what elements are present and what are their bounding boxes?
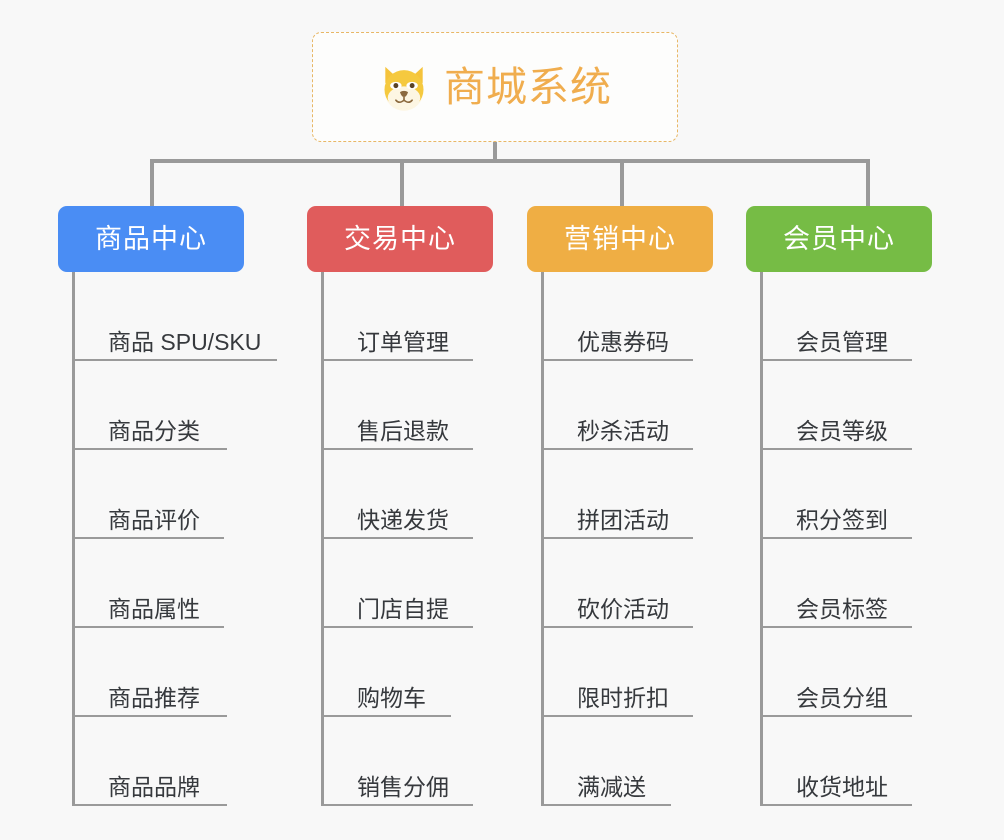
leaf-item: 会员等级 — [760, 361, 960, 450]
leaf-label[interactable]: 拼团活动 — [577, 506, 669, 533]
category-box-marketing[interactable]: 营销中心 — [527, 206, 713, 272]
leaf-column-trade: 订单管理 售后退款 快递发货 门店自提 购物车 销售分佣 — [321, 272, 521, 806]
leaf-label[interactable]: 限时折扣 — [577, 684, 669, 711]
leaf-label[interactable]: 订单管理 — [357, 328, 449, 355]
category-box-member[interactable]: 会员中心 — [746, 206, 932, 272]
leaf-label[interactable]: 优惠券码 — [577, 328, 669, 355]
leaf-label[interactable]: 商品 SPU/SKU — [108, 328, 262, 355]
leaf-item: 商品属性 — [72, 539, 272, 628]
leaf-item: 收货地址 — [760, 717, 960, 806]
leaf-item: 会员标签 — [760, 539, 960, 628]
leaf-item: 拼团活动 — [541, 450, 741, 539]
leaf-column-marketing: 优惠券码 秒杀活动 拼团活动 砍价活动 限时折扣 满减送 — [541, 272, 741, 806]
category-label: 交易中心 — [344, 223, 456, 254]
leaf-label[interactable]: 门店自提 — [357, 595, 449, 622]
leaf-label[interactable]: 销售分佣 — [357, 773, 449, 800]
leaf-item: 会员管理 — [760, 272, 960, 361]
category-label: 营销中心 — [564, 223, 676, 254]
leaf-item: 限时折扣 — [541, 628, 741, 717]
leaf-item: 砍价活动 — [541, 539, 741, 628]
leaf-item: 商品品牌 — [72, 717, 272, 806]
connector-trunk — [493, 142, 497, 163]
leaf-column-commodity: 商品 SPU/SKU 商品分类 商品评价 商品属性 商品推荐 商品品牌 — [72, 272, 277, 806]
category-box-trade[interactable]: 交易中心 — [307, 206, 493, 272]
leaf-label[interactable]: 会员管理 — [796, 328, 888, 355]
leaf-item: 商品分类 — [72, 361, 272, 450]
leaf-label[interactable]: 购物车 — [357, 684, 426, 711]
leaf-item: 商品 SPU/SKU — [72, 272, 277, 361]
leaf-label[interactable]: 会员标签 — [796, 595, 888, 622]
leaf-column-member: 会员管理 会员等级 积分签到 会员标签 会员分组 收货地址 — [760, 272, 960, 806]
leaf-item: 积分签到 — [760, 450, 960, 539]
leaf-label[interactable]: 会员分组 — [796, 684, 888, 711]
leaf-label[interactable]: 会员等级 — [796, 417, 888, 444]
leaf-label[interactable]: 收货地址 — [796, 773, 888, 800]
leaf-label[interactable]: 商品推荐 — [108, 684, 200, 711]
shiba-dog-face-icon — [378, 62, 430, 114]
connector-bus — [150, 159, 870, 163]
leaf-label[interactable]: 售后退款 — [357, 417, 449, 444]
leaf-label[interactable]: 砍价活动 — [577, 595, 669, 622]
leaf-label[interactable]: 快递发货 — [357, 506, 449, 533]
connector-drop-4 — [866, 159, 870, 209]
leaf-item: 门店自提 — [321, 539, 521, 628]
leaf-item: 售后退款 — [321, 361, 521, 450]
leaf-spine — [321, 272, 324, 806]
connector-drop-2 — [400, 159, 404, 209]
category-label: 商品中心 — [95, 223, 207, 254]
leaf-item: 会员分组 — [760, 628, 960, 717]
leaf-item: 快递发货 — [321, 450, 521, 539]
category-box-commodity[interactable]: 商品中心 — [58, 206, 244, 272]
connector-drop-1 — [150, 159, 154, 209]
connector-drop-3 — [620, 159, 624, 209]
leaf-spine — [541, 272, 544, 806]
leaf-label[interactable]: 商品分类 — [108, 417, 200, 444]
root-title: 商城系统 — [444, 63, 612, 110]
leaf-label[interactable]: 商品评价 — [108, 506, 200, 533]
leaf-item: 优惠券码 — [541, 272, 741, 361]
leaf-item: 满减送 — [541, 717, 741, 806]
leaf-item: 商品评价 — [72, 450, 272, 539]
root-node[interactable]: 商城系统 — [312, 32, 678, 142]
leaf-item: 商品推荐 — [72, 628, 272, 717]
leaf-item: 销售分佣 — [321, 717, 521, 806]
leaf-spine — [72, 272, 75, 806]
leaf-item: 购物车 — [321, 628, 521, 717]
leaf-label[interactable]: 积分签到 — [796, 506, 888, 533]
category-label: 会员中心 — [783, 223, 895, 254]
leaf-label[interactable]: 商品属性 — [108, 595, 200, 622]
leaf-item: 秒杀活动 — [541, 361, 741, 450]
leaf-label[interactable]: 秒杀活动 — [577, 417, 669, 444]
leaf-spine — [760, 272, 763, 806]
leaf-label[interactable]: 满减送 — [577, 773, 646, 800]
leaf-label[interactable]: 商品品牌 — [108, 773, 200, 800]
leaf-item: 订单管理 — [321, 272, 521, 361]
